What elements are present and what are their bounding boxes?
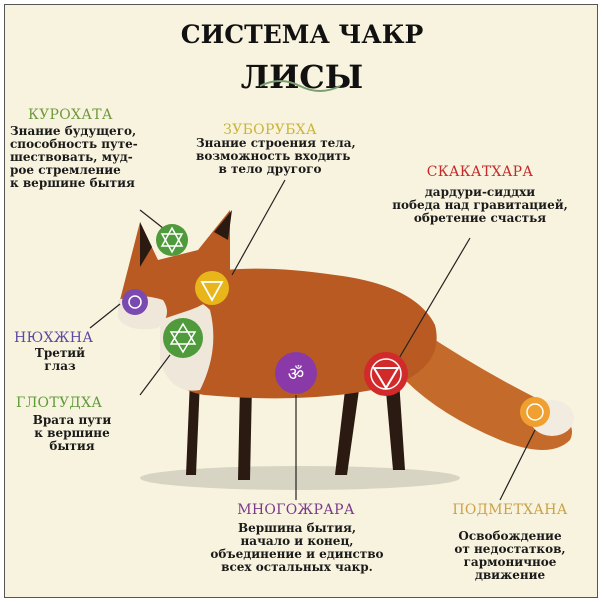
chakra-desc-nyukhzhna: Третий глаз — [34, 346, 86, 373]
chakra-desc-podmetkhana: Освобождение от недостатков, гармоничное… — [454, 529, 566, 582]
chakra-name-podmetkhana: ПОДМЕТХАНА — [452, 502, 568, 518]
chakra-symbols: ॐ — [122, 224, 550, 427]
chakra-desc-zuborubkha: Знание строения тела, возможность входит… — [196, 136, 356, 176]
ground-shadow — [140, 466, 460, 490]
chakra-nose-icon — [122, 289, 148, 315]
title-line2: ЛИСЫ — [240, 58, 364, 96]
chakra-desc-kurokhata: Знание будущего, способность путе- шеств… — [10, 124, 138, 190]
chakra-desc-mnogozhrara: Вершина бытия, начало и конец, объединен… — [210, 521, 384, 574]
chakra-yellow-icon — [195, 271, 229, 305]
chakra-name-nyukhzhna: НЮХЖНА — [14, 330, 94, 346]
pointer-lines — [89, 179, 536, 501]
chakra-name-glotudkha: ГЛОТУДХА — [16, 395, 103, 411]
svg-text:ॐ: ॐ — [288, 364, 304, 385]
chakra-name-kurokhata: КУРОХАТА — [28, 107, 113, 123]
chakra-crown-icon — [156, 224, 188, 256]
chakra-name-mnogozhrara: МНОГОЖРАРА — [237, 502, 355, 518]
fox-legs — [186, 380, 405, 480]
chakra-name-skakatkhara: СКАКАТХАРА — [426, 164, 534, 180]
chakra-name-zuborubkha: ЗУБОРУБХА — [223, 122, 317, 138]
ornament — [259, 80, 341, 92]
chakra-belly-icon — [275, 352, 317, 394]
title-line1: СИСТЕМА ЧАКР — [180, 20, 424, 49]
chakra-desc-skakatkhara: дардури-сиддхи победа над гравитацией, о… — [392, 185, 568, 225]
chakra-tail-icon — [520, 397, 550, 427]
chakra-desc-glotudkha: Врата пути к вершине бытия — [32, 413, 112, 453]
chakra-chest-icon — [163, 318, 203, 358]
